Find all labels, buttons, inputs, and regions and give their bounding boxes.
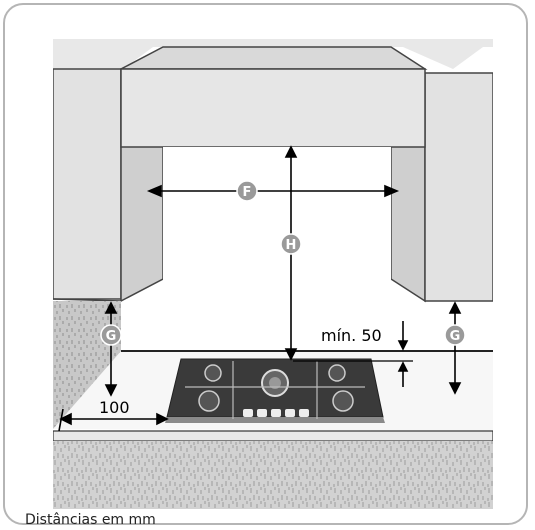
cooktop [165,358,385,423]
svg-text:G: G [450,329,461,344]
diagram-frame: F H G G mín. 50 100 Distâncias em mm [3,3,528,528]
marker-f: F [236,180,258,202]
svg-text:F: F [243,185,252,200]
marker-g-right: G [444,324,466,346]
svg-text:G: G [106,329,117,344]
range-hood [120,46,428,148]
side-distance-label: 100 [99,398,130,417]
min-distance-label: mín. 50 [321,326,382,345]
wall [163,147,391,297]
installation-diagram: F H G G mín. 50 100 [53,39,493,509]
svg-text:H: H [286,238,297,253]
right-upper-cabinet [390,47,493,303]
countertop-front [53,441,493,509]
marker-g-left: G [100,324,122,346]
marker-h: H [280,233,302,255]
caption: Distâncias em mm [25,512,156,528]
diagram-area: F H G G mín. 50 100 [53,39,493,509]
